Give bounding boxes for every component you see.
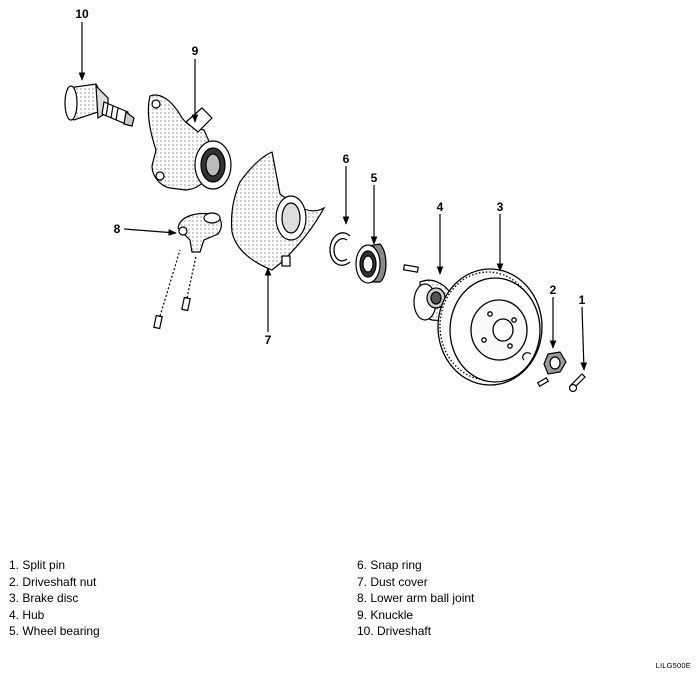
exploded-diagram: 10 9 6 5 4 3 8 7 2 1 xyxy=(64,7,588,393)
figure-code: LILG500E xyxy=(655,661,691,670)
legend-item: 1. Split pin xyxy=(9,558,66,572)
dust-cover xyxy=(230,151,326,271)
legend-item: 7. Dust cover xyxy=(357,574,428,589)
legend-item: 9. Knuckle xyxy=(357,607,414,622)
snap-ring xyxy=(329,232,351,266)
knuckle xyxy=(147,94,232,191)
brake-disc xyxy=(437,268,543,386)
legend-item: 2. Driveshaft nut xyxy=(9,574,97,589)
split-pin xyxy=(568,373,586,393)
legend-right-column: 6. Snap ring 7. Dust cover 8. Lower arm … xyxy=(357,557,474,640)
callout-8: 8 xyxy=(114,222,121,236)
hub xyxy=(402,264,455,321)
wheel-bearing xyxy=(355,243,387,284)
callout-5: 5 xyxy=(371,171,378,185)
legend-item: 3. Brake disc xyxy=(9,591,79,605)
callout-10: 10 xyxy=(75,7,89,21)
callout-2: 2 xyxy=(550,283,557,297)
legend-item: 6. Snap ring xyxy=(357,558,422,572)
ball-joint xyxy=(153,212,222,330)
callout-4: 4 xyxy=(437,200,444,214)
legend-item: 4. Hub xyxy=(9,607,45,622)
callout-leaders xyxy=(78,22,588,371)
legend-item: 8. Lower arm ball joint xyxy=(357,591,475,605)
legend-left-column: 1. Split pin 2. Driveshaft nut 3. Brake … xyxy=(9,557,100,640)
callout-3: 3 xyxy=(497,200,504,214)
callout-1: 1 xyxy=(579,293,586,307)
driveshaft-nut xyxy=(522,351,567,388)
callout-7: 7 xyxy=(265,333,272,347)
legend-item: 10. Driveshaft xyxy=(357,624,432,638)
legend-item: 5. Wheel bearing xyxy=(9,624,100,638)
callout-9: 9 xyxy=(192,44,199,58)
callout-numbers: 10 9 6 5 4 3 8 7 2 1 xyxy=(75,7,585,347)
driveshaft xyxy=(64,83,135,127)
callout-6: 6 xyxy=(343,152,350,166)
